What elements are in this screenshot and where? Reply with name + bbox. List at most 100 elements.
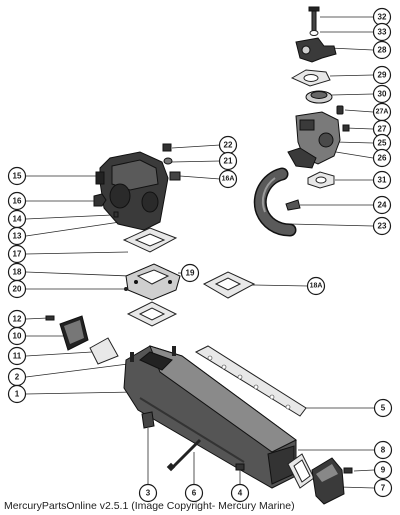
washer-33	[309, 30, 319, 36]
svg-text:18: 18	[13, 268, 22, 277]
svg-text:3: 3	[146, 489, 151, 498]
callout-12: 12	[7, 309, 27, 329]
svg-text:16: 16	[13, 197, 22, 206]
svg-text:11: 11	[13, 352, 22, 361]
gasket-lower	[126, 301, 178, 327]
cap-16	[93, 193, 107, 207]
spacer-18	[125, 263, 181, 301]
fitting-16A	[169, 171, 181, 181]
callout-28: 28	[372, 40, 392, 60]
svg-text:6: 6	[192, 489, 197, 498]
callout-5: 5	[373, 398, 393, 418]
callout-4: 4	[230, 483, 250, 503]
gasket-29	[290, 69, 331, 87]
screw-9	[343, 467, 353, 474]
callout-18A: 18A	[306, 276, 326, 296]
elbow-15	[95, 151, 169, 231]
bolt-6	[166, 438, 202, 472]
fitting-27A	[336, 105, 344, 115]
svg-text:18A: 18A	[310, 283, 323, 290]
callout-15: 15	[7, 166, 27, 186]
svg-text:19: 19	[186, 269, 195, 278]
callout-33: 33	[372, 22, 392, 42]
bolt-32	[308, 6, 320, 32]
callout-7: 7	[373, 478, 393, 498]
svg-text:31: 31	[378, 176, 387, 185]
svg-text:8: 8	[381, 446, 386, 455]
screw-12	[45, 315, 55, 321]
callout-26: 26	[372, 148, 392, 168]
housing-25	[295, 111, 341, 165]
bolt-20	[124, 287, 128, 291]
nut-4	[235, 463, 245, 471]
cover-7	[311, 457, 345, 505]
gasket-5	[194, 345, 307, 417]
thermostat-30	[305, 90, 333, 104]
fitting-28	[295, 37, 337, 63]
svg-text:32: 32	[378, 13, 387, 22]
cover-plate-10	[59, 315, 89, 351]
callout-3: 3	[138, 483, 158, 503]
svg-text:21: 21	[224, 157, 233, 166]
svg-text:10: 10	[13, 332, 22, 341]
callout-8: 8	[373, 440, 393, 460]
callout-30: 30	[372, 84, 392, 104]
svg-text:20: 20	[13, 285, 22, 294]
svg-text:7: 7	[381, 484, 386, 493]
svg-text:22: 22	[224, 141, 233, 150]
callout-16A: 16A	[218, 169, 238, 189]
svg-text:33: 33	[378, 28, 387, 37]
svg-text:16A: 16A	[222, 176, 235, 183]
callout-24: 24	[372, 195, 392, 215]
svg-text:9: 9	[381, 466, 386, 475]
callout-22: 22	[218, 135, 238, 155]
callout-9: 9	[373, 460, 393, 480]
callout-6: 6	[184, 483, 204, 503]
plug-27	[342, 124, 350, 132]
gasket-31	[307, 171, 335, 189]
gasket-17	[122, 227, 178, 253]
callout-19: 19	[180, 263, 200, 283]
svg-text:27A: 27A	[376, 109, 389, 116]
svg-text:13: 13	[13, 232, 22, 241]
svg-text:1: 1	[15, 390, 20, 399]
callout-2: 2	[7, 367, 27, 387]
callout-20: 20	[7, 279, 27, 299]
callout-11: 11	[7, 346, 27, 366]
callout-27A: 27A	[372, 102, 392, 122]
callout-10: 10	[7, 326, 27, 346]
svg-text:23: 23	[378, 222, 387, 231]
callout-21: 21	[218, 151, 238, 171]
svg-text:29: 29	[378, 71, 387, 80]
svg-text:4: 4	[238, 489, 243, 498]
clamp-24	[285, 199, 301, 211]
svg-text:27: 27	[378, 125, 387, 134]
svg-text:25: 25	[378, 139, 387, 148]
svg-text:5: 5	[381, 404, 386, 413]
callout-29: 29	[372, 65, 392, 85]
callout-17: 17	[7, 244, 27, 264]
callout-14: 14	[7, 209, 27, 229]
stud-14	[113, 211, 119, 218]
svg-text:17: 17	[13, 250, 22, 259]
elbow-26	[287, 147, 317, 169]
svg-text:26: 26	[378, 154, 387, 163]
svg-text:24: 24	[378, 201, 387, 210]
callout-1: 1	[7, 384, 27, 404]
plug-22	[162, 143, 172, 152]
hose-23	[253, 167, 297, 237]
svg-text:30: 30	[378, 90, 387, 99]
gasket-11	[89, 337, 119, 365]
callout-13: 13	[7, 226, 27, 246]
callout-23: 23	[372, 216, 392, 236]
svg-text:14: 14	[13, 215, 22, 224]
svg-text:28: 28	[378, 46, 387, 55]
svg-text:15: 15	[13, 172, 22, 181]
manifold-1	[123, 345, 297, 489]
callout-31: 31	[372, 170, 392, 190]
gasket-18A	[202, 271, 256, 299]
svg-text:12: 12	[13, 315, 22, 324]
copyright-footer: MercuryPartsOnline v2.5.1 (Image Copyrig…	[4, 500, 295, 512]
callout-16: 16	[7, 191, 27, 211]
